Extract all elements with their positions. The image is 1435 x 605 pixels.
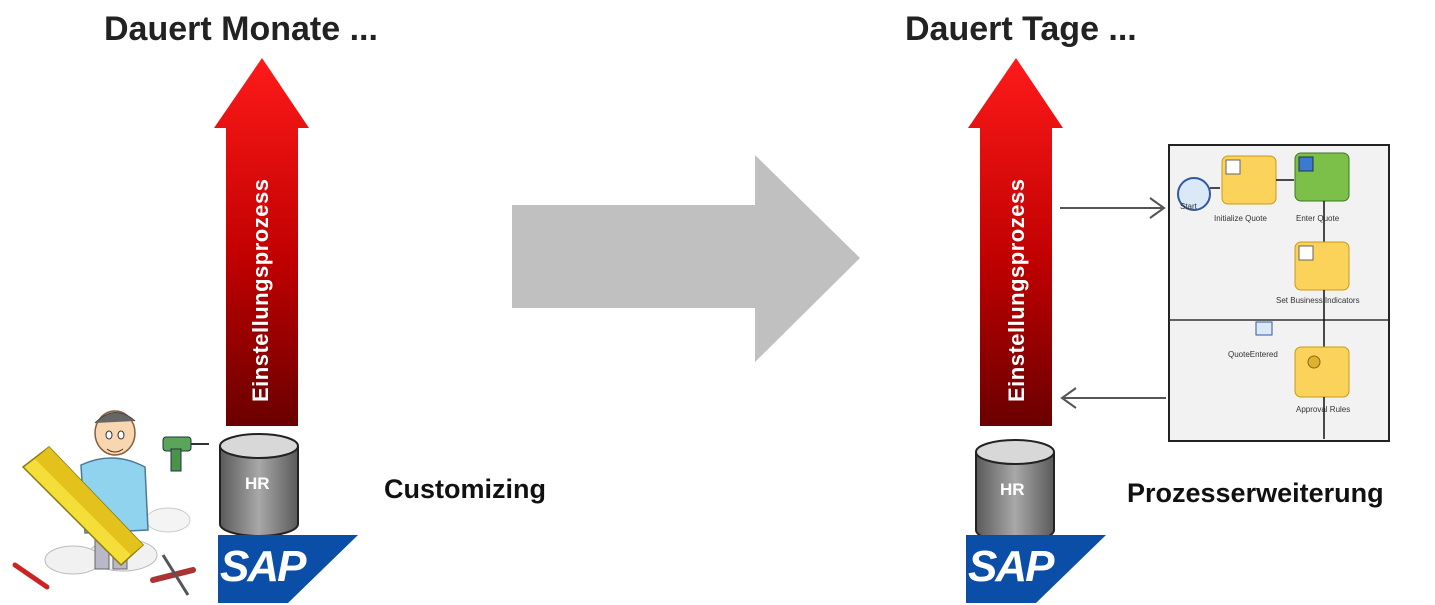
connector-arrows bbox=[1060, 197, 1166, 409]
left-arrow-label: Einstellungsprozess bbox=[248, 178, 273, 402]
bpmn-start-label: Start bbox=[1180, 202, 1197, 211]
right-caption: Prozesserweiterung bbox=[1127, 478, 1384, 508]
right-arrow-label: Einstellungsprozess bbox=[1004, 178, 1029, 402]
bpmn-task-label: Initialize Quote bbox=[1214, 214, 1267, 223]
left-caption: Customizing bbox=[384, 474, 546, 504]
right-hr-database bbox=[975, 439, 1055, 543]
svg-text:®: ® bbox=[336, 592, 342, 601]
transition-arrow bbox=[512, 155, 860, 362]
right-hr-label: HR bbox=[1000, 480, 1025, 499]
construction-worker-illustration bbox=[3, 355, 213, 600]
left-sap-logo: ® bbox=[218, 535, 358, 603]
bpmn-task-label: Enter Quote bbox=[1296, 214, 1340, 223]
bpmn-task-label: Set Business Indicators bbox=[1276, 296, 1360, 305]
process-diagram bbox=[1168, 144, 1390, 442]
left-sap-logo-text: SAP bbox=[220, 542, 306, 591]
bpmn-event-label: QuoteEntered bbox=[1228, 350, 1278, 359]
left-process-arrow bbox=[214, 58, 309, 426]
right-heading: Dauert Tage ... bbox=[905, 10, 1137, 48]
right-process-arrow bbox=[968, 58, 1063, 426]
svg-text:®: ® bbox=[1084, 592, 1090, 601]
right-sap-logo-text: SAP bbox=[968, 542, 1054, 591]
bpmn-task-label: Approval Rules bbox=[1296, 405, 1351, 414]
right-sap-logo: ® bbox=[966, 535, 1106, 603]
left-hr-label: HR bbox=[245, 474, 270, 493]
left-heading: Dauert Monate ... bbox=[104, 10, 378, 48]
